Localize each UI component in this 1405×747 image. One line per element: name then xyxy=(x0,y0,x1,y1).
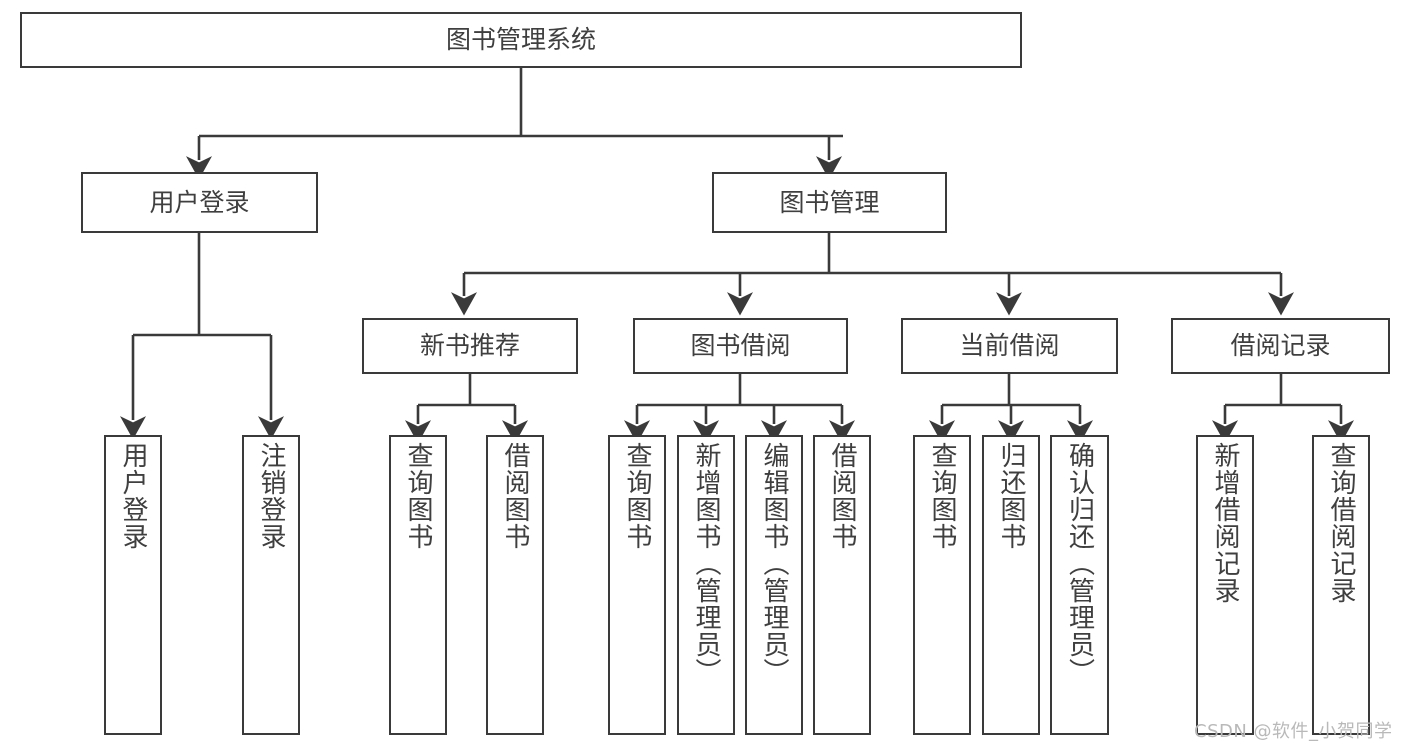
leaf-user-login[interactable]: 用户登录 xyxy=(104,435,162,735)
leaf-current-query-book[interactable]: 查询图书 xyxy=(913,435,971,735)
node-book-borrow-label: 图书借阅 xyxy=(690,331,791,361)
leaf-borrow-query-book-label: 查询图书 xyxy=(622,442,652,550)
leaf-borrow-edit-book-label: 编辑图书（管理员） xyxy=(759,442,789,685)
leaf-record-add[interactable]: 新增借阅记录 xyxy=(1196,435,1254,735)
leaf-logout[interactable]: 注销登录 xyxy=(242,435,300,735)
watermark: CSDN @软件_小贺同学 xyxy=(1194,721,1393,742)
leaf-newbook-query-book-label: 查询图书 xyxy=(403,442,433,550)
node-borrow-record[interactable]: 借阅记录 xyxy=(1171,318,1390,374)
leaf-current-confirm-return[interactable]: 确认归还（管理员） xyxy=(1050,435,1109,735)
node-new-book-recommend[interactable]: 新书推荐 xyxy=(362,318,578,374)
node-root-label: 图书管理系统 xyxy=(445,25,596,55)
leaf-current-return-book-label: 归还图书 xyxy=(996,442,1026,550)
leaf-borrow-add-book[interactable]: 新增图书（管理员） xyxy=(677,435,735,735)
node-current-borrow[interactable]: 当前借阅 xyxy=(901,318,1118,374)
leaf-record-query-label: 查询借阅记录 xyxy=(1326,442,1356,604)
node-user-login-label: 用户登录 xyxy=(149,187,250,217)
node-current-borrow-label: 当前借阅 xyxy=(959,331,1060,361)
leaf-current-confirm-return-label: 确认归还（管理员） xyxy=(1064,442,1095,685)
leaf-borrow-query-book[interactable]: 查询图书 xyxy=(608,435,666,735)
leaf-newbook-query-book[interactable]: 查询图书 xyxy=(389,435,447,735)
node-borrow-record-label: 借阅记录 xyxy=(1230,331,1331,361)
node-book-borrow[interactable]: 图书借阅 xyxy=(633,318,848,374)
leaf-borrow-edit-book[interactable]: 编辑图书（管理员） xyxy=(745,435,803,735)
leaf-borrow-borrow-book-label: 借阅图书 xyxy=(827,442,857,550)
leaf-user-login-label: 用户登录 xyxy=(118,442,148,550)
node-book-management-label: 图书管理 xyxy=(779,187,880,217)
node-user-login[interactable]: 用户登录 xyxy=(81,172,318,233)
leaf-record-add-label: 新增借阅记录 xyxy=(1210,442,1240,604)
leaf-newbook-borrow-book[interactable]: 借阅图书 xyxy=(486,435,544,735)
node-root[interactable]: 图书管理系统 xyxy=(20,12,1022,68)
node-book-management[interactable]: 图书管理 xyxy=(712,172,947,233)
leaf-current-return-book[interactable]: 归还图书 xyxy=(982,435,1040,735)
leaf-newbook-borrow-book-label: 借阅图书 xyxy=(500,442,530,550)
leaf-current-query-book-label: 查询图书 xyxy=(927,442,957,550)
leaf-logout-label: 注销登录 xyxy=(256,442,286,550)
leaf-borrow-add-book-label: 新增图书（管理员） xyxy=(691,442,721,685)
leaf-record-query[interactable]: 查询借阅记录 xyxy=(1312,435,1370,735)
leaf-borrow-borrow-book[interactable]: 借阅图书 xyxy=(813,435,871,735)
node-new-book-recommend-label: 新书推荐 xyxy=(419,331,520,361)
